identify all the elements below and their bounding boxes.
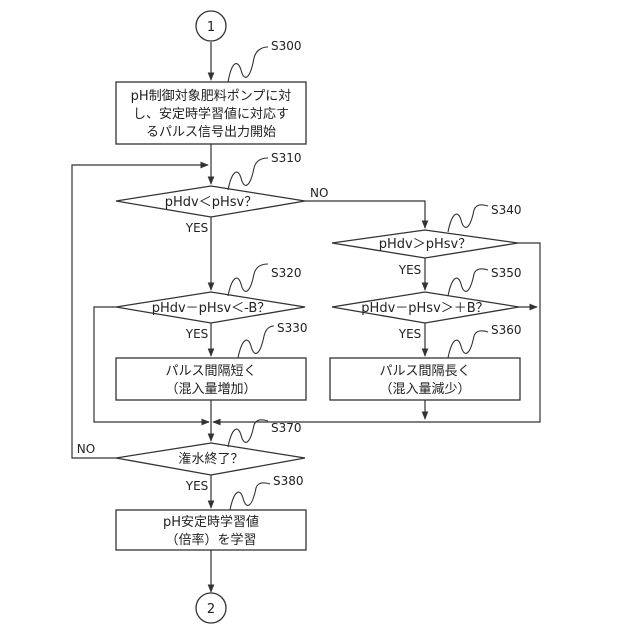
s350-label: pHdv－pHsv＞＋B？: [361, 301, 488, 316]
callout-s350: [448, 269, 488, 296]
s310-label: pHdv＜pHsv？: [165, 195, 257, 210]
callout-s310: [228, 158, 268, 190]
process-s380: pH安定時学習値 （倍率）を学習: [116, 510, 306, 550]
callout-s380: [230, 483, 270, 510]
s340-yes-label: YES: [398, 263, 422, 277]
s340-label: pHdv＞pHsv？: [379, 237, 471, 252]
s310-step: S310: [271, 151, 302, 165]
callout-s360: [448, 331, 488, 358]
decision-s340: pHdv＞pHsv？: [332, 230, 518, 258]
s380-line-2: （倍率）を学習: [165, 532, 256, 548]
start-node: 1: [196, 11, 226, 41]
s300-line-2: し、安定時学習値に対応す: [133, 106, 289, 122]
callout-s340: [448, 205, 488, 232]
s380-line-1: pH安定時学習値: [163, 514, 259, 530]
s360-step: S360: [491, 323, 522, 337]
s330-step: S330: [277, 321, 308, 335]
edge-labels: YES NO YES YES YES YES NO: [77, 186, 421, 493]
start-label: 1: [207, 20, 215, 35]
s300-step: S300: [271, 39, 302, 53]
s300-line-1: pH制御対象肥料ポンプに対: [131, 89, 292, 104]
callout-s370: [228, 420, 268, 447]
callout-s320: [228, 264, 268, 296]
process-s360: パルス間隔長く （混入量減少）: [330, 358, 520, 400]
s360-line-2: （混入量減少）: [379, 381, 470, 397]
decision-s320: pHdv－pHsv＜-B？: [116, 292, 305, 323]
s330-line-1: パルス間隔短く: [165, 364, 256, 379]
end-node: 2: [196, 593, 226, 623]
s330-line-2: （混入量増加）: [165, 382, 256, 397]
decision-s350: pHdv－pHsv＞＋B？: [332, 292, 519, 323]
s310-yes-label: YES: [185, 221, 209, 235]
edge-s310-s340: [305, 201, 425, 228]
s340-step: S340: [491, 203, 522, 217]
decision-s370: 潅水終了？: [116, 443, 305, 475]
s380-step: S380: [273, 474, 304, 488]
s320-label: pHdv－pHsv＜-B？: [152, 301, 271, 316]
s300-line-3: るパルス信号出力開始: [146, 125, 276, 140]
s370-step: S370: [271, 421, 302, 435]
process-s330: パルス間隔短く （混入量増加）: [116, 358, 306, 400]
callout-s300: [228, 47, 268, 82]
s370-no-label: NO: [77, 442, 95, 456]
s360-line-1: パルス間隔長く: [379, 364, 470, 379]
end-label: 2: [207, 602, 215, 617]
s310-no-label: NO: [310, 186, 328, 200]
s350-yes-label: YES: [398, 327, 422, 341]
callout-s330: [238, 326, 274, 358]
process-s300: pH制御対象肥料ポンプに対 し、安定時学習値に対応す るパルス信号出力開始: [116, 82, 306, 144]
s370-yes-label: YES: [185, 479, 209, 493]
s370-label: 潅水終了？: [178, 451, 243, 467]
s320-step: S320: [271, 266, 302, 280]
decision-s310: pHdv＜pHsv？: [116, 186, 305, 217]
s350-step: S350: [491, 266, 522, 280]
s320-yes-label: YES: [185, 327, 209, 341]
